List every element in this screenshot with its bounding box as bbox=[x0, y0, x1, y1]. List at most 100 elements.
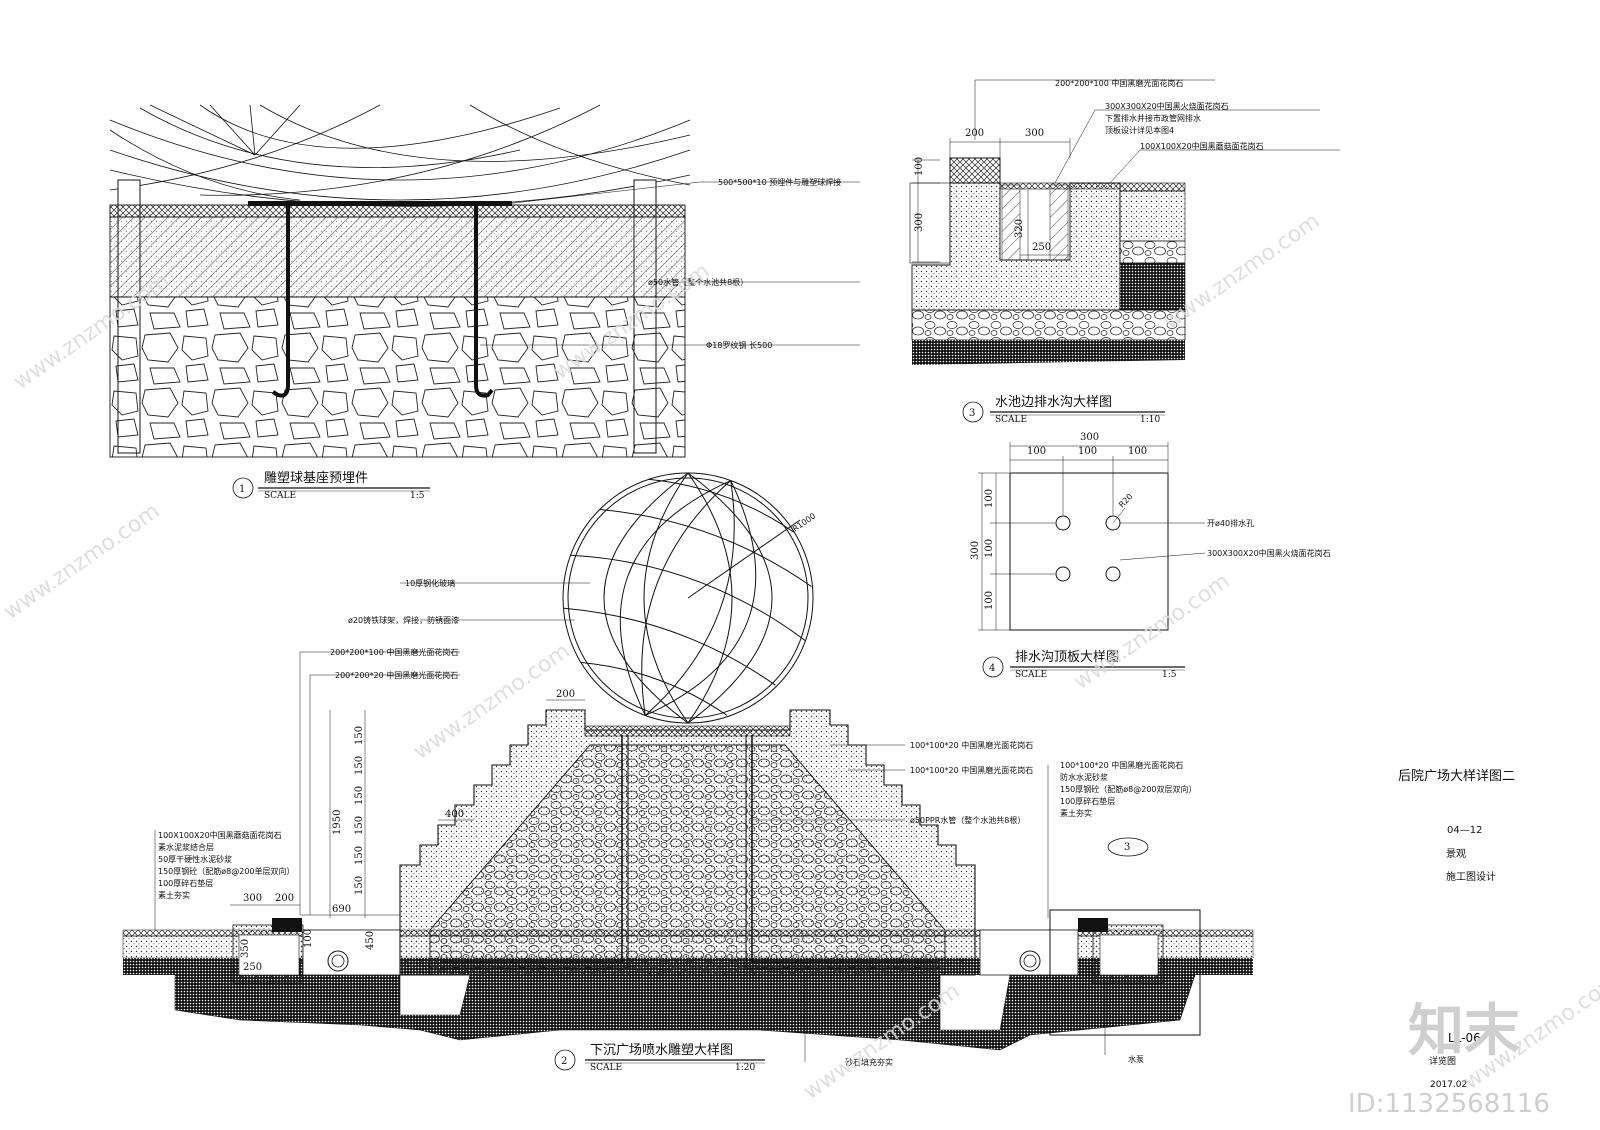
d2-left-layer-4: 100厚碎石垫层 bbox=[158, 878, 213, 888]
d3-callout-0: 200*200*100 中国黑磨光面花岗石 bbox=[1055, 78, 1183, 88]
detail-3-scale-word: SCALE bbox=[995, 415, 1027, 425]
detail-3-scale: 1:10 bbox=[1140, 415, 1160, 425]
wm-site-4: www.znzmo.com bbox=[0, 499, 165, 625]
d2-dim-690: 690 bbox=[332, 904, 351, 915]
callout-embedded-plate: 500*500*10 预埋件与雕塑球焊接 bbox=[718, 177, 841, 187]
detail-1-title: 雕塑球基座预埋件 bbox=[264, 471, 368, 486]
d2-right-notes: 100*100*20 中国黑磨光面花岗石 100*100*20 中国黑磨光面花岗… bbox=[910, 740, 1033, 825]
detail-2-number: 2 bbox=[561, 1056, 567, 1067]
sheet-title: 后院广场大样详图二 bbox=[1398, 769, 1515, 784]
sheet-name: 详览图 bbox=[1429, 1055, 1456, 1067]
title-block: 后院广场大样详图二 04—12 景观 施工图设计 LL-06 详览图 2017.… bbox=[1398, 769, 1515, 1090]
d2-dim-300: 300 bbox=[243, 893, 262, 904]
d2-far-right-layer-4: 素土夯实 bbox=[1060, 808, 1092, 818]
d3-dim-320: 320 bbox=[1014, 219, 1025, 238]
d2-dim-150-d: 150 bbox=[354, 816, 365, 835]
d2-far-right-layer-0: 100*100*20 中国黑磨光面花岗石 bbox=[1060, 760, 1183, 770]
detail-2-fountain-sculpture: R1000 3 1950 150 bbox=[122, 472, 1254, 1073]
d4-dim-top: 300 bbox=[1080, 432, 1099, 443]
d2-far-right-layer-1: 防水水泥砂浆 bbox=[1060, 772, 1108, 782]
detail-1-embedded-base: 500*500*10 预埋件与雕塑球焊接 ø50水管（整个水池共8根） Φ18罗… bbox=[109, 104, 860, 501]
wm-brand: 知末 bbox=[1408, 999, 1520, 1064]
d2-dim-100: 100 bbox=[303, 929, 314, 948]
detail-2-title: 下沉广场喷水雕塑大样图 bbox=[590, 1043, 733, 1058]
d2-left-layer-5: 素土夯实 bbox=[158, 890, 190, 900]
d3-dim-250: 250 bbox=[1032, 242, 1051, 253]
glass-sphere bbox=[562, 472, 814, 724]
d2-dim-150-f: 150 bbox=[354, 876, 365, 895]
d2-top-note-0: 200*200*100 中国黑磨光面花岗石 bbox=[330, 647, 458, 657]
d3-callout-3: 顶板设计详见本图4 bbox=[1105, 125, 1174, 135]
d2-right-note-0: 100*100*20 中国黑磨光面花岗石 bbox=[910, 740, 1033, 750]
callout-water-pipe: ø50水管（整个水池共8根） bbox=[648, 277, 748, 287]
d2-dim-150-a: 150 bbox=[354, 726, 365, 745]
d2-note-frame: ø20铸铁球架，焊接，防锈面漆 bbox=[348, 615, 459, 625]
d2-dim-450: 450 bbox=[365, 931, 376, 950]
d3-callout-2: 下置排水井接市政管网排水 bbox=[1105, 113, 1201, 123]
d2-ref-tag: 3 bbox=[1124, 842, 1130, 853]
d2-dim-150-stack: 150 150 150 150 150 150 bbox=[354, 726, 365, 895]
detail-4-scale: 1:5 bbox=[1162, 670, 1177, 680]
d2-left-layer-1: 素水泥浆结合层 bbox=[158, 842, 214, 852]
d4-dim-side: 300 bbox=[970, 541, 981, 560]
d3-dim-100: 100 bbox=[914, 157, 925, 176]
detail-1-scale-word: SCALE bbox=[264, 491, 296, 501]
d4-callout-hole: 开ø40排水孔 bbox=[1207, 518, 1254, 528]
d3-dim-300v: 300 bbox=[914, 213, 925, 232]
d2-far-right-layer-2: 150厚钢砼（配筋ø8@200双层双向） bbox=[1060, 784, 1197, 794]
d4-callout-stone: 300X300X20中国黑火烧面花岗石 bbox=[1207, 548, 1331, 558]
sheet-discipline: 景观 bbox=[1446, 848, 1466, 860]
d2-left-layers: 100X100X20中国黑蘑菇面花岗石 素水泥浆结合层 50厚干硬性水泥砂浆 1… bbox=[158, 830, 295, 900]
sheet-number: LL-06 bbox=[1448, 1031, 1481, 1045]
detail-2-scale: 1:20 bbox=[735, 1063, 755, 1073]
detail-3-drain-channel: 200 300 100 300 320 250 200*200*100 中国黑磨… bbox=[909, 78, 1340, 425]
d2-left-layer-2: 50厚干硬性水泥砂浆 bbox=[158, 854, 232, 864]
d2-dim-150-e: 150 bbox=[354, 846, 365, 865]
d4-dim-b: 100 bbox=[1078, 446, 1097, 457]
detail-1-number: 1 bbox=[239, 484, 245, 495]
d4-dim-v2: 100 bbox=[984, 539, 995, 558]
sphere-arcs bbox=[109, 104, 691, 207]
d2-far-right-layers: 100*100*20 中国黑磨光面花岗石 防水水泥砂浆 150厚钢砼（配筋ø8@… bbox=[1060, 760, 1197, 818]
d2-right-note-1: 100*100*20 中国黑磨光面花岗石 bbox=[910, 765, 1033, 775]
d2-dim-150-c: 150 bbox=[354, 786, 365, 805]
d4-dim-c: 100 bbox=[1128, 446, 1147, 457]
detail-4-scale-word: SCALE bbox=[1015, 670, 1047, 680]
d4-dim-v1: 100 bbox=[984, 489, 995, 508]
d2-far-right-layer-3: 100厚碎石垫层 bbox=[1060, 796, 1115, 806]
d3-dim-300: 300 bbox=[1025, 128, 1044, 139]
detail-3-number: 3 bbox=[969, 408, 975, 419]
callout-rebar: Φ18罗纹钢 长500 bbox=[706, 340, 772, 350]
d2-note-sand: 砂石填充夯实 bbox=[845, 1057, 893, 1067]
d2-dim-1950: 1950 bbox=[332, 810, 343, 835]
d3-callout-1: 300X300X20中国黑火烧面花岗石 bbox=[1105, 101, 1229, 111]
d3-dim-200: 200 bbox=[965, 128, 984, 139]
d2-left-layer-3: 150厚钢砼（配筋ø8@200单层双向） bbox=[158, 866, 295, 876]
d2-note-glass: 10厚钢化玻璃 bbox=[405, 578, 455, 588]
detail-1-scale: 1:5 bbox=[410, 491, 425, 501]
d2-dim-150-b: 150 bbox=[354, 756, 365, 775]
d3-callout-4: 100X100X20中国黑蘑菇面花岗石 bbox=[1140, 141, 1264, 151]
detail-4-title: 排水沟顶板大样图 bbox=[1015, 650, 1119, 665]
d2-dim-250: 250 bbox=[243, 962, 262, 973]
detail-4-number: 4 bbox=[989, 663, 995, 674]
detail-3-title: 水池边排水沟大样图 bbox=[995, 395, 1112, 410]
d2-top-note-1: 200*200*20 中国黑磨光面花岗石 bbox=[335, 670, 458, 680]
d4-dim-v3: 100 bbox=[984, 591, 995, 610]
sheet-date: 2017.02 bbox=[1430, 1080, 1467, 1090]
d2-dim-350: 350 bbox=[240, 939, 251, 958]
d2-left-layer-0: 100X100X20中国黑蘑菇面花岗石 bbox=[158, 830, 282, 840]
d2-r1000: R1000 bbox=[791, 511, 817, 533]
detail-1-callouts bbox=[480, 181, 860, 346]
wm-id: ID:1132568116 bbox=[1348, 1089, 1550, 1119]
detail-4-cover-plate: 300 100 100 100 100 100 100 300 R20 开ø40… bbox=[970, 432, 1331, 680]
d2-dim-400: 400 bbox=[445, 809, 464, 820]
d2-dim-200b: 200 bbox=[275, 893, 294, 904]
detail-2-scale-word: SCALE bbox=[590, 1063, 622, 1073]
d4-dim-a: 100 bbox=[1027, 446, 1046, 457]
d2-dim-200: 200 bbox=[556, 689, 575, 700]
sheet-phase: 施工图设计 bbox=[1446, 870, 1496, 883]
d2-right-note-2: ø50PPR水管（整个水池共8根） bbox=[910, 815, 1025, 825]
sheet-code: 04—12 bbox=[1447, 825, 1482, 836]
